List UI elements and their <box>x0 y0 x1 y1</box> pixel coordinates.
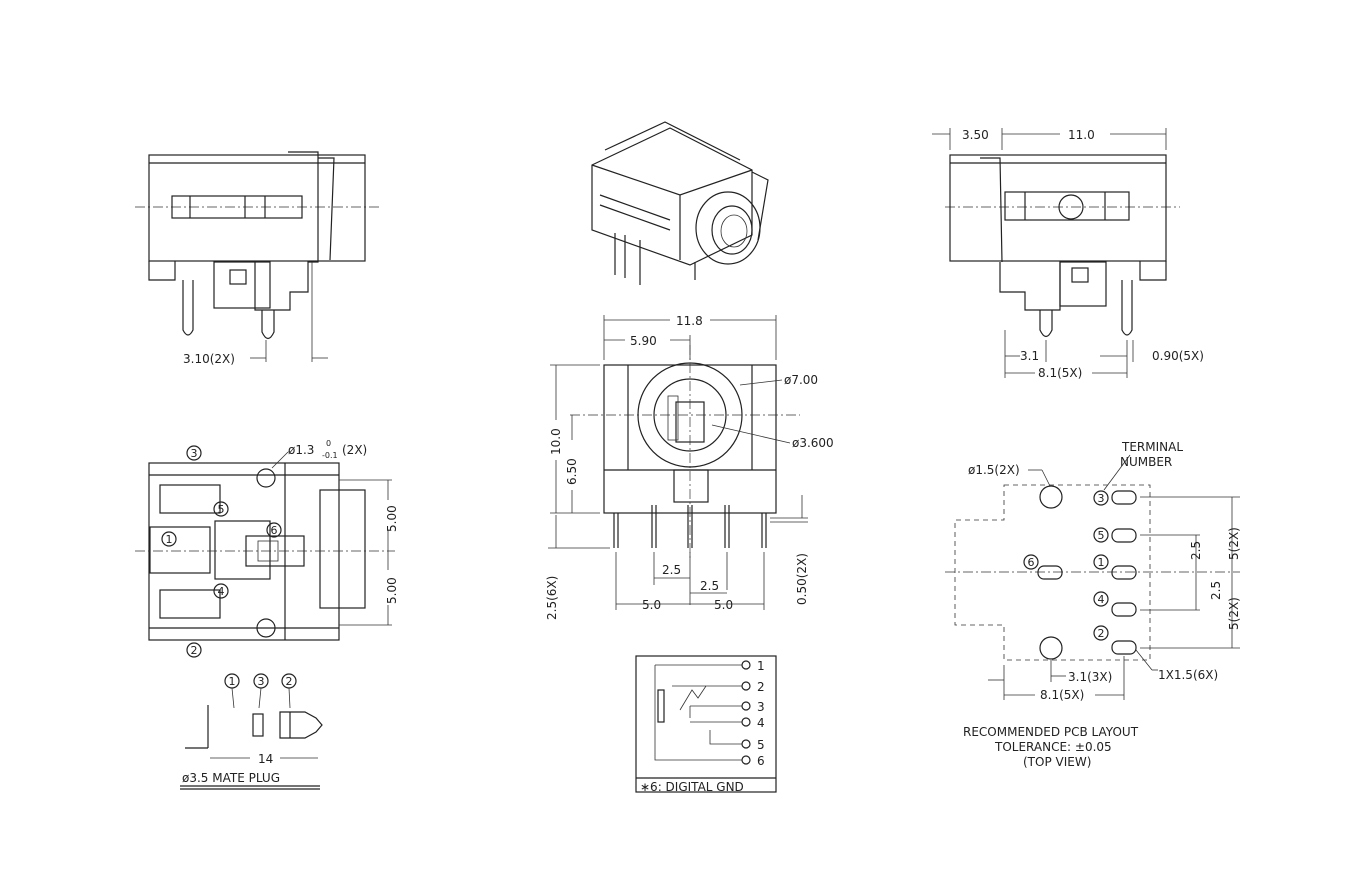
terminal-marker-6: 6 <box>266 522 282 538</box>
dim-pitch-2: 2.5 <box>700 579 719 593</box>
pcb-caption-3: (TOP VIEW) <box>1023 755 1091 769</box>
isometric-view <box>591 121 769 285</box>
pcb-layout: 3 5 1 4 2 6 TERMINAL NUMBER ø1.5(2X) <box>945 440 1241 769</box>
pcb-pad-marker-1: 1 <box>1093 554 1109 570</box>
pcb-pad-marker-5: 5 <box>1093 527 1109 543</box>
dim-bottom-down: 5.00 <box>385 577 399 604</box>
svg-text:1: 1 <box>1098 556 1105 569</box>
side-view-left: 3.10(2X) <box>135 151 380 366</box>
dim-height: 10.0 <box>549 428 563 455</box>
svg-text:2: 2 <box>1098 627 1105 640</box>
plug-marker-3: 3 <box>253 673 269 689</box>
pcb-pad-marker-6: 6 <box>1023 554 1039 570</box>
pcb-hole-note: ø1.5(2X) <box>968 463 1020 477</box>
dim-width: 11.8 <box>676 314 703 328</box>
dim-pin-length: 2.5(6X) <box>545 576 559 620</box>
svg-text:4: 4 <box>218 585 225 598</box>
schematic-pin-1: 1 <box>757 659 765 673</box>
terminal-label-1: TERMINAL <box>1121 440 1183 454</box>
dim-right-b: 11.0 <box>1068 128 1095 142</box>
bottom-view: 5.00 5.00 ø1.3 0 -0.1 (2X) 3 5 1 6 4 <box>135 439 399 658</box>
hole-count-bottom: (2X) <box>342 443 367 457</box>
dim-right-c: 3.1 <box>1020 349 1039 363</box>
svg-text:2: 2 <box>286 675 293 688</box>
plug-length: 14 <box>258 752 273 766</box>
terminal-marker-1: 1 <box>161 531 177 547</box>
plug-marker-2: 2 <box>281 673 297 689</box>
terminal-marker-3: 3 <box>186 445 202 461</box>
schematic-pin-6: 6 <box>757 754 765 768</box>
pcb-dim-v3: 2.5 <box>1209 581 1223 600</box>
dim-pin-pitch-left: 3.10(2X) <box>183 352 235 366</box>
svg-text:1: 1 <box>229 675 236 688</box>
svg-text:5: 5 <box>1098 529 1105 542</box>
svg-text:3: 3 <box>191 447 198 460</box>
pcb-pad-marker-3: 3 <box>1093 490 1109 506</box>
dim-center-height: 6.50 <box>565 458 579 485</box>
dim-right-e: 8.1(5X) <box>1038 366 1082 380</box>
pcb-pad-marker-4: 4 <box>1093 591 1109 607</box>
dim-pin-thickness: 0.50(2X) <box>795 553 809 605</box>
schematic-pin-2: 2 <box>757 680 765 694</box>
dim-half-width: 5.90 <box>630 334 657 348</box>
plug-marker-1: 1 <box>224 673 240 689</box>
hole-tol-lower: -0.1 <box>322 451 338 460</box>
svg-text:6: 6 <box>271 524 278 537</box>
dim-outer-diameter: ø7.00 <box>784 373 818 387</box>
hole-note-bottom: ø1.3 <box>288 443 314 457</box>
pcb-dim-slot: 1X1.5(6X) <box>1158 668 1218 682</box>
dim-inner-diameter: ø3.600 <box>792 436 834 450</box>
pcb-caption-1: RECOMMENDED PCB LAYOUT <box>963 725 1139 739</box>
svg-text:2: 2 <box>191 644 198 657</box>
mate-plug: 1 3 2 14 ø3.5 MATE PLUG <box>180 673 323 790</box>
svg-text:1: 1 <box>166 533 173 546</box>
schematic: 1 2 3 4 5 6 ∗6: DIGITAL GND <box>635 655 777 794</box>
dim-pitch-1: 2.5 <box>662 563 681 577</box>
front-view: 11.8 5.90 10.0 6.50 ø7.00 ø3.600 2.5(6X)… <box>545 314 834 620</box>
pcb-pad-marker-2: 2 <box>1093 625 1109 641</box>
svg-text:6: 6 <box>1028 556 1035 569</box>
dim-pitch-4: 5.0 <box>714 598 733 612</box>
svg-text:4: 4 <box>1098 593 1105 606</box>
dim-right-a: 3.50 <box>962 128 989 142</box>
pcb-dim-h1: 3.1(3X) <box>1068 670 1112 684</box>
terminal-marker-5: 5 <box>213 501 229 517</box>
schematic-pin-4: 4 <box>757 716 765 730</box>
pcb-dim-v1: 2.5 <box>1189 541 1203 560</box>
dim-pitch-3: 5.0 <box>642 598 661 612</box>
schematic-pin-5: 5 <box>757 738 765 752</box>
schematic-pin-3: 3 <box>757 700 765 714</box>
pcb-dim-v4: 5(2X) <box>1227 597 1241 630</box>
side-view-right: 3.50 11.0 3.1 0.90(5X) 8.1(5X) <box>932 128 1204 380</box>
terminal-label-2: NUMBER <box>1120 455 1172 469</box>
dim-right-d: 0.90(5X) <box>1152 349 1204 363</box>
terminal-marker-4: 4 <box>213 583 229 599</box>
svg-text:5: 5 <box>218 503 225 516</box>
plug-caption: ø3.5 MATE PLUG <box>182 771 280 785</box>
pcb-caption-2: TOLERANCE: ±0.05 <box>994 740 1112 754</box>
svg-text:3: 3 <box>258 675 265 688</box>
pcb-dim-v2: 5(2X) <box>1227 527 1241 560</box>
pcb-dim-h2: 8.1(5X) <box>1040 688 1084 702</box>
hole-tol-upper: 0 <box>326 439 331 448</box>
svg-text:3: 3 <box>1098 492 1105 505</box>
terminal-marker-2: 2 <box>186 642 202 658</box>
dim-bottom-up: 5.00 <box>385 505 399 532</box>
schematic-footnote: ∗6: DIGITAL GND <box>640 780 744 794</box>
